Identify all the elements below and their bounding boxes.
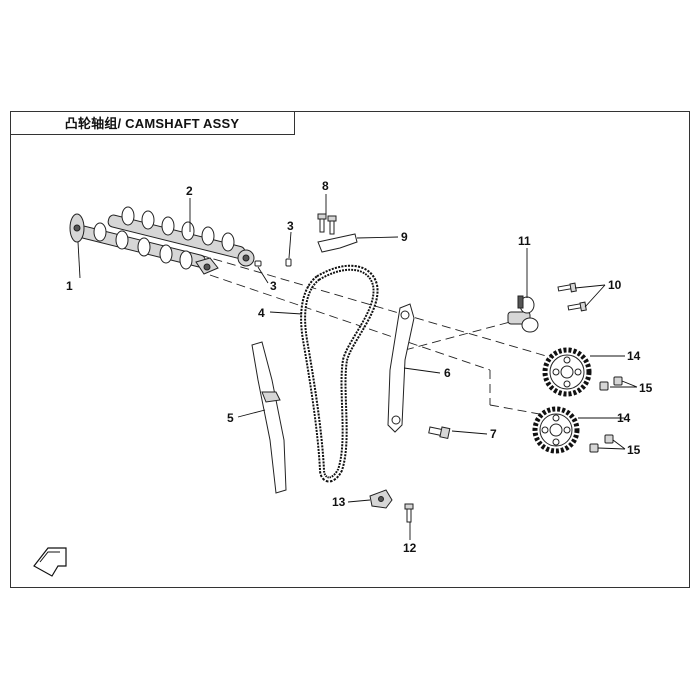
- title-box: 凸轮轴组/ CAMSHAFT ASSY: [10, 111, 295, 135]
- assembly-dashed-lines: [199, 254, 561, 416]
- tensioner-bolts[interactable]: [557, 282, 587, 312]
- tensioner-pivot-bolt[interactable]: [404, 503, 414, 523]
- camshaft-sprocket-upper[interactable]: [542, 347, 592, 397]
- chain-tensioner[interactable]: [507, 295, 539, 333]
- camshaft-upper[interactable]: [107, 206, 255, 267]
- callout-3-upper: 3: [287, 219, 294, 233]
- tensioner-bracket[interactable]: [369, 489, 393, 509]
- camshaft-lower[interactable]: [77, 222, 219, 275]
- callout-4: 4: [258, 306, 265, 320]
- guide-bolt[interactable]: [428, 426, 451, 440]
- diagram-title: 凸轮轴组/ CAMSHAFT ASSY: [64, 116, 240, 131]
- callout-14-upper: 14: [627, 349, 641, 363]
- callout-15-upper: 15: [639, 381, 653, 395]
- leader-lines: [77, 194, 638, 540]
- upper-guide-bolts[interactable]: [317, 213, 337, 235]
- sprocket-bolts-lower[interactable]: [589, 434, 614, 453]
- chain-tensioner-guide[interactable]: [387, 303, 415, 433]
- callout-15-lower: 15: [627, 443, 641, 457]
- camshaft-sprocket-lower[interactable]: [532, 406, 580, 454]
- callout-14-lower: 14: [617, 411, 631, 425]
- callout-10: 10: [608, 278, 622, 292]
- camshaft-end-flange[interactable]: [69, 213, 85, 243]
- dowel-pin-upper[interactable]: [285, 258, 292, 267]
- callout-5: 5: [227, 411, 234, 425]
- callout-8: 8: [322, 179, 329, 193]
- callout-7: 7: [490, 427, 497, 441]
- callout-9: 9: [401, 230, 408, 244]
- timing-chain[interactable]: [300, 264, 379, 483]
- callout-2: 2: [186, 184, 193, 198]
- chain-guide-left[interactable]: [251, 341, 287, 494]
- callout-11: 11: [518, 234, 531, 248]
- callout-labels: 1 2 3 3 4 5 6 7 8 9 10 11 12 13 14 14 15…: [66, 179, 653, 555]
- dowel-pin-lower[interactable]: [254, 260, 262, 267]
- callout-6: 6: [444, 366, 451, 380]
- front-direction-arrow-icon: [33, 547, 67, 577]
- drawing-frame: [10, 111, 690, 588]
- callout-12: 12: [403, 541, 417, 555]
- upper-chain-guide[interactable]: [317, 233, 358, 253]
- sprocket-bolts-upper[interactable]: [599, 376, 623, 391]
- callout-1: 1: [66, 279, 73, 293]
- callout-3-lower: 3: [270, 279, 277, 293]
- callout-13: 13: [332, 495, 346, 509]
